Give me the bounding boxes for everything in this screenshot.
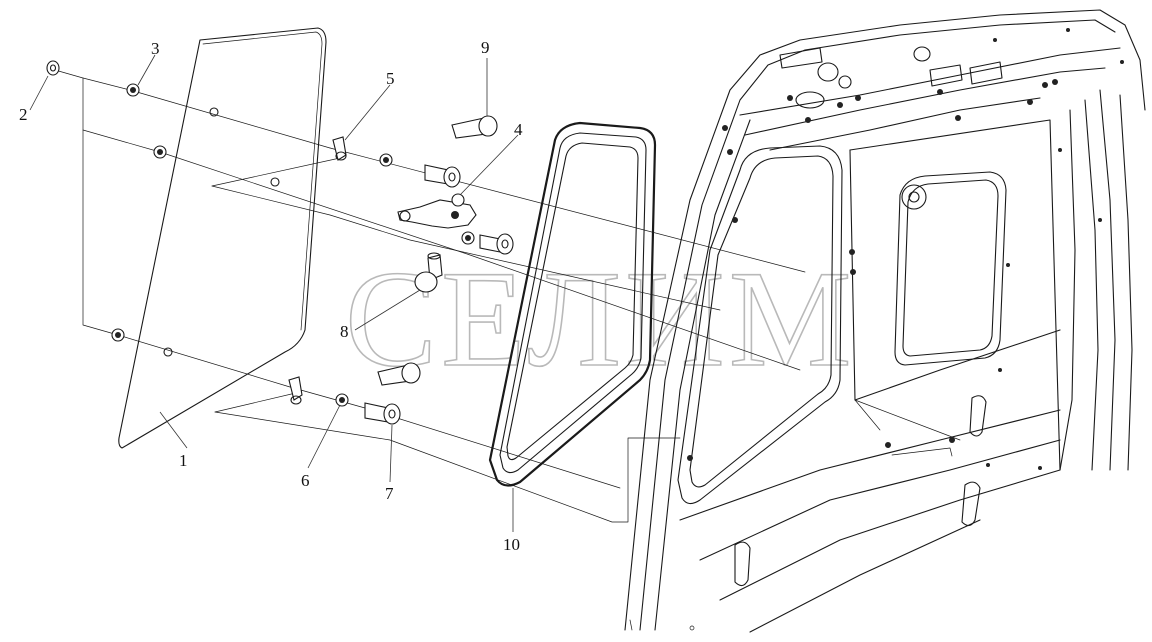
callout-labels: 1 2 3 4 5 6 7 8 9 10: [19, 38, 523, 554]
callout-2: 2: [19, 105, 28, 124]
washer-part-2: [46, 60, 60, 76]
bolt-part-7: [364, 164, 514, 425]
window-seal-part-10: [488, 121, 657, 487]
callout-leaders: [29, 54, 519, 532]
washer-part-6: [335, 153, 475, 407]
callout-3: 3: [151, 39, 160, 58]
window-glass-part-1: [118, 27, 327, 449]
spacer-part-9: [377, 115, 498, 386]
callout-7: 7: [385, 484, 394, 503]
callout-9: 9: [481, 38, 490, 57]
grommet-part-3: [111, 83, 167, 342]
callout-6: 6: [301, 471, 310, 490]
pin-part-8: [414, 252, 443, 293]
callout-8: 8: [340, 322, 349, 341]
callout-5: 5: [386, 69, 395, 88]
clip-part-5: [288, 136, 347, 405]
callout-10: 10: [503, 535, 520, 554]
callout-1: 1: [179, 451, 188, 470]
latch-bracket-part-4: [397, 193, 477, 229]
cab-body-frame: [624, 9, 1146, 633]
assembly-guide-lines: [54, 69, 961, 523]
callout-4: 4: [514, 120, 523, 139]
